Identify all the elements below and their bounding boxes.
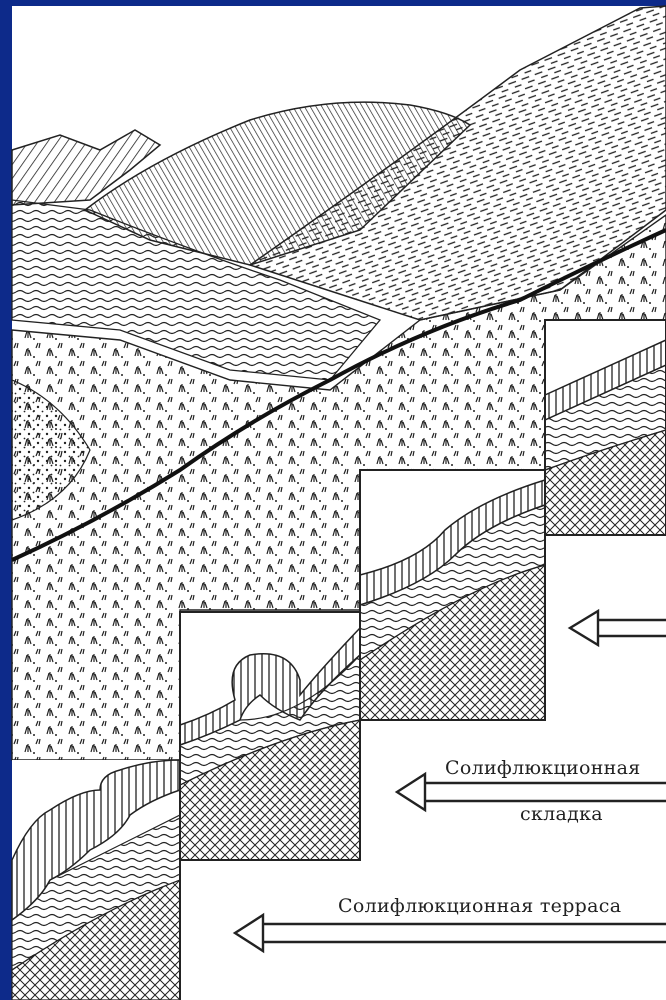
- label-solifluction-fold-line2: складка: [520, 803, 603, 825]
- profile-block-4: [12, 760, 180, 1000]
- label-solifluction-terrace: Солифлюкционная терраса: [338, 895, 621, 917]
- profile-block-1: [545, 320, 666, 535]
- profile-block-2: [360, 470, 545, 720]
- label-solifluction-fold-line1: Солифлюкционная: [445, 757, 641, 779]
- profile-block-3: [180, 612, 360, 860]
